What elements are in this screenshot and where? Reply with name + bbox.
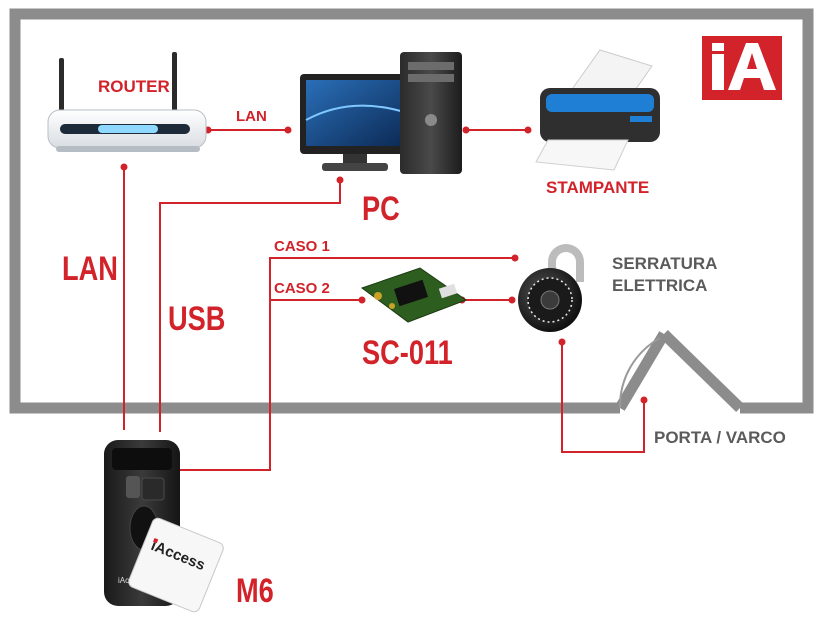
case2-label: CASO 2 — [274, 280, 330, 297]
reader-case1-line — [178, 257, 515, 471]
controller-board-icon — [360, 267, 468, 323]
lock-label-line2: ELETTRICA — [612, 276, 708, 295]
connection-endpoints — [120, 126, 648, 404]
router-pc-connection-label: LAN — [236, 108, 267, 125]
pc-label: PC — [362, 190, 400, 228]
case1-label: CASO 1 — [274, 238, 330, 255]
door-icon — [615, 330, 744, 412]
lock-door-line — [561, 342, 645, 453]
router-icon — [47, 52, 207, 152]
brand-logo — [702, 36, 782, 100]
rfid-card-icon: iAccess — [128, 517, 224, 613]
controller-label: SC-011 — [362, 334, 453, 372]
connection-lines — [123, 129, 645, 471]
lock-icon — [518, 244, 584, 332]
door-label: PORTA / VARCO — [654, 428, 786, 447]
lock-label-line1: SERRATURA — [612, 254, 718, 273]
router-reader-connection-label: LAN — [62, 250, 118, 288]
pc-reader-connection-label: USB — [168, 300, 226, 338]
pc-icon — [300, 52, 462, 174]
router-label: ROUTER — [98, 77, 170, 96]
pc-reader-line — [159, 180, 341, 432]
printer-label: STAMPANTE — [546, 178, 650, 197]
printer-icon — [535, 49, 660, 171]
building-walls — [9, 8, 814, 414]
reader-label: M6 — [236, 572, 274, 610]
